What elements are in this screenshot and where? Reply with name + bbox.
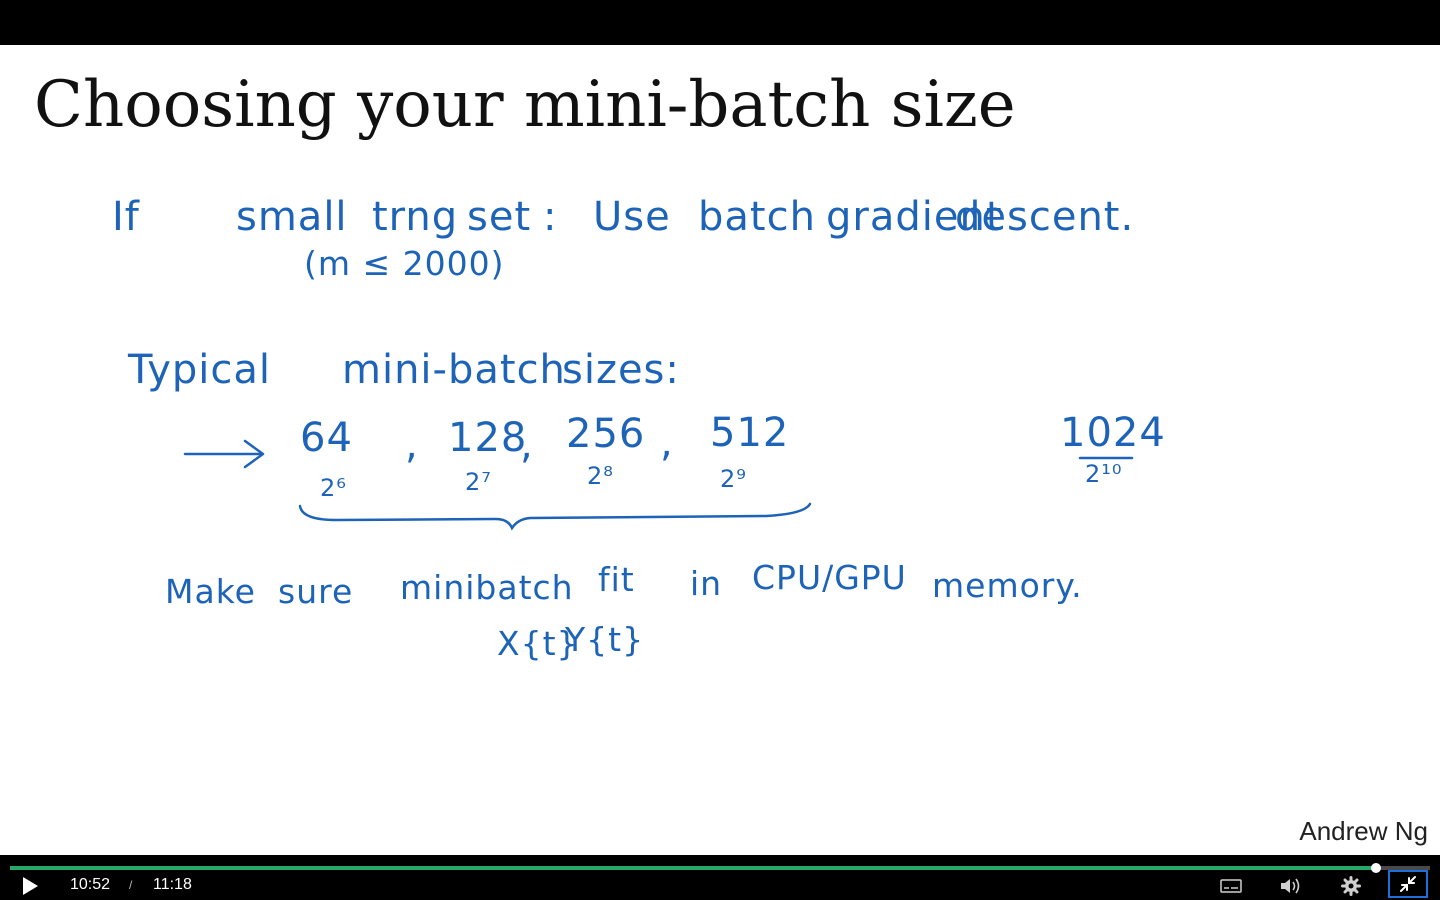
- duration: 11:18: [153, 876, 192, 893]
- size-comma-2: ,: [520, 422, 534, 468]
- word-set: set: [467, 194, 532, 240]
- word-sure: sure: [278, 572, 354, 611]
- fraction-bar: [1078, 456, 1134, 460]
- word-gradient: gradient: [826, 194, 1003, 240]
- word-mini-batch: mini-batch: [342, 347, 566, 393]
- word-small: small: [236, 194, 348, 240]
- power-2-6: 2⁶: [320, 474, 347, 502]
- exit-fullscreen-button[interactable]: [1388, 870, 1428, 898]
- word-use: Use: [593, 194, 671, 240]
- word-if: If: [112, 194, 140, 240]
- curly-brace: [298, 502, 812, 531]
- word-memory: memory.: [932, 566, 1083, 605]
- word-cpu-gpu: CPU/GPU: [752, 558, 907, 597]
- size-512: 512: [710, 410, 790, 456]
- word-minibatch: minibatch: [400, 568, 574, 607]
- size-256: 256: [566, 411, 646, 457]
- word-fit: fit: [598, 560, 635, 599]
- captions-button[interactable]: [1216, 873, 1246, 899]
- word-batch: batch: [698, 194, 816, 240]
- progress-bar[interactable]: [10, 863, 1430, 873]
- word-make: Make: [165, 572, 256, 611]
- power-2-9: 2⁹: [720, 465, 747, 493]
- size-128: 128: [448, 415, 528, 461]
- time-separator: /: [129, 878, 133, 892]
- progress-handle[interactable]: [1371, 863, 1382, 873]
- word-descent: descent.: [955, 194, 1135, 240]
- captions-icon: [1220, 879, 1242, 893]
- size-64: 64: [300, 415, 353, 461]
- arrow-right-icon: [183, 439, 265, 469]
- power-2-8: 2⁸: [587, 462, 614, 490]
- m-condition: (m ≤ 2000): [304, 244, 505, 283]
- word-trng: trng: [372, 194, 459, 240]
- control-bar: 10:52 / 11:18: [0, 855, 1440, 900]
- play-icon: [23, 877, 38, 895]
- size-comma-1: ,: [405, 422, 419, 468]
- power-2-10: 2¹⁰: [1085, 460, 1123, 488]
- volume-button[interactable]: [1276, 873, 1306, 899]
- power-2-7: 2⁷: [465, 468, 492, 496]
- current-time: 10:52: [70, 876, 111, 893]
- word-sizes: sizes:: [562, 347, 680, 393]
- word-typical: Typical: [128, 347, 271, 393]
- exit-fullscreen-icon: [1400, 876, 1416, 892]
- progress-fill: [10, 866, 1377, 870]
- author-name: Andrew Ng: [1299, 816, 1428, 846]
- y-t-term: Y{t}: [565, 620, 645, 659]
- settings-button[interactable]: [1336, 873, 1366, 899]
- size-comma-3: ,: [660, 420, 674, 466]
- gear-icon: [1341, 876, 1361, 896]
- slide: Choosing your mini-batch size If small t…: [0, 45, 1440, 855]
- word-in: in: [690, 564, 723, 603]
- play-button[interactable]: [14, 873, 46, 899]
- x-t-term: X{t}: [497, 624, 579, 663]
- size-1024: 1024: [1060, 410, 1166, 456]
- volume-icon: [1281, 878, 1300, 894]
- word-colon: :: [543, 194, 558, 240]
- slide-title: Choosing your mini-batch size: [34, 68, 1016, 142]
